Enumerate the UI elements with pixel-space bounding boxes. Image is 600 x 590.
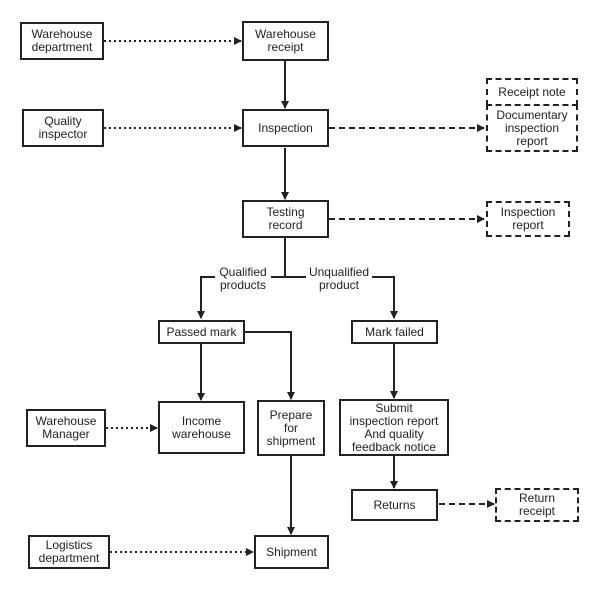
node-submit-inspection-report: Submit inspection report And quality fee…: [339, 399, 449, 456]
node-mark-failed: Mark failed: [351, 320, 438, 344]
node-returns: Returns: [351, 489, 438, 521]
edge-passed-to-prepare: [245, 331, 295, 400]
node-testing-record: Testing record: [242, 200, 329, 238]
node-inspection-report: Inspection report: [486, 201, 570, 237]
node-inspection: Inspection: [242, 109, 329, 147]
node-shipment: Shipment: [254, 535, 329, 569]
node-warehouse-manager: Warehouse Manager: [26, 409, 106, 447]
node-warehouse-receipt: Warehouse receipt: [242, 21, 329, 61]
node-quality-inspector: Quality inspector: [22, 109, 104, 147]
node-return-receipt: Return receipt: [495, 488, 579, 522]
node-prepare-for-shipment: Prepare for shipment: [257, 400, 325, 456]
node-receipt-note: Receipt note: [486, 78, 578, 106]
node-passed-mark: Passed mark: [158, 320, 245, 344]
edge-label-qualified: Qualified products: [215, 266, 271, 292]
node-warehouse-department: Warehouse department: [20, 22, 104, 60]
node-income-warehouse: Income warehouse: [158, 401, 245, 454]
edge-label-unqualified: Unqualified product: [306, 266, 372, 292]
node-documentary-inspection-report: Documentary inspection report: [486, 104, 578, 152]
node-logistics-department: Logistics department: [28, 535, 110, 569]
